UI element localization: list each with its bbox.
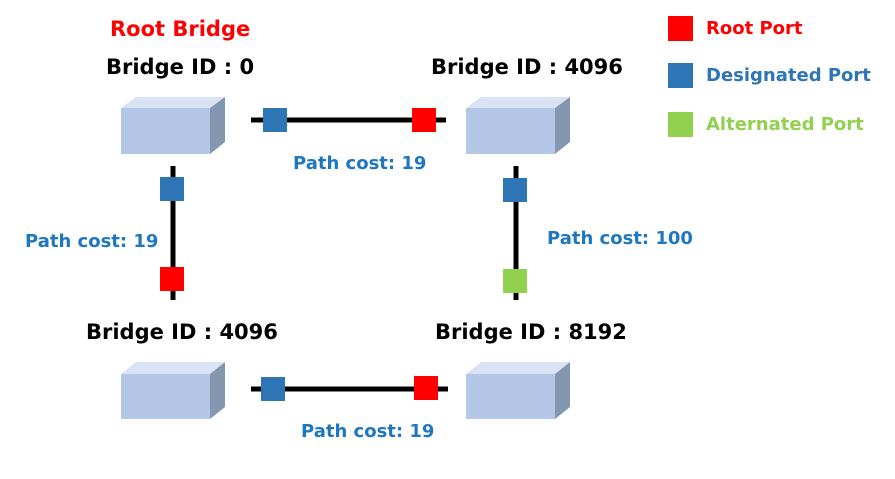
legend-item-root-port: Root Port	[668, 16, 803, 41]
bridge-id-label-bottom-left: Bridge ID : 4096	[86, 320, 278, 344]
root-port-swatch-icon	[668, 16, 693, 41]
designated-port-swatch-icon	[668, 63, 693, 88]
legend-label-designated-port: Designated Port	[706, 65, 871, 86]
legend-label-root-port: Root Port	[706, 18, 803, 39]
port-root-bottomright-west	[414, 376, 438, 400]
legend-item-designated-port: Designated Port	[668, 63, 871, 88]
bridge-box-bottom-left	[121, 362, 225, 419]
bridge-id-label-top-right: Bridge ID : 4096	[431, 55, 623, 79]
bridge-box-top-right	[466, 97, 570, 154]
path-cost-bottom: Path cost: 19	[301, 421, 435, 442]
bridge-id-label-root: Bridge ID : 0	[106, 55, 255, 79]
path-cost-right: Path cost: 100	[547, 228, 693, 249]
port-root-bottomleft-north	[160, 267, 184, 291]
path-cost-top: Path cost: 19	[293, 153, 427, 174]
port-designated-root-east	[263, 108, 287, 132]
alternated-port-swatch-icon	[668, 112, 693, 137]
root-bridge-title: Root Bridge	[110, 17, 251, 41]
bridge-box-root	[121, 97, 225, 154]
path-cost-left: Path cost: 19	[25, 231, 159, 252]
bridge-box-bottom-right	[466, 362, 570, 419]
legend-label-alternated-port: Alternated Port	[706, 114, 864, 135]
port-designated-bottomleft-east	[261, 377, 285, 401]
port-alternated-bottomright-north	[503, 269, 527, 293]
port-designated-topright-south	[503, 178, 527, 202]
port-designated-root-south	[160, 177, 184, 201]
legend-item-alternated-port: Alternated Port	[668, 112, 864, 137]
bridge-id-label-bottom-right: Bridge ID : 8192	[435, 320, 627, 344]
port-root-topright-west	[412, 108, 436, 132]
